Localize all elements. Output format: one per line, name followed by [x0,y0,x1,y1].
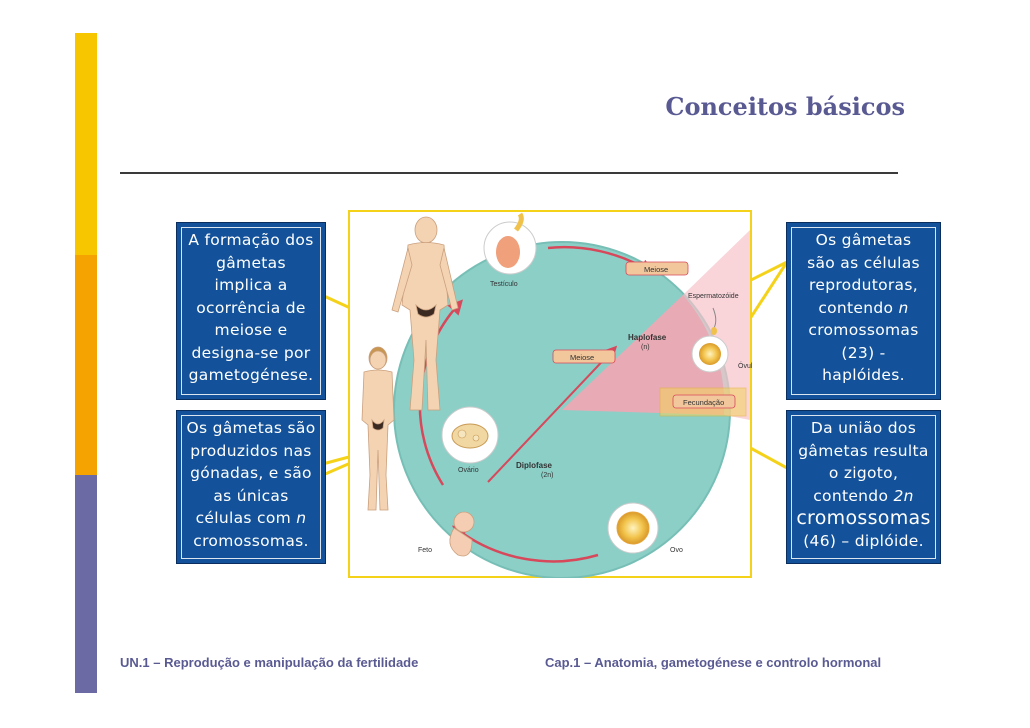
info-box-haploid: Os gâmetas são as células reprodutoras, … [786,222,941,400]
box-text: A formação dos gâmetas implica a ocorrên… [188,231,314,384]
label-meiose-top: Meiose [644,265,668,274]
label-feto: Feto [418,547,432,554]
label-espermatozoide: Espermatozóide [688,293,739,300]
label-haplofase-n: (n) [641,344,650,351]
fetus-icon [449,511,475,557]
label-diplofase: Diplofase [516,461,553,470]
meiose-top-box [625,261,689,276]
label-ovulo: Óvulo [738,361,752,370]
label-testiculo: Testículo [490,281,518,288]
footer-right: Cap.1 – Anatomia, gametogénese e control… [545,655,882,670]
sperm-icon [712,307,717,329]
slide-title: Conceitos básicos [665,92,905,121]
testis-icon [483,212,537,275]
box-frame [791,227,936,395]
label-meiose-mid: Meiose [570,353,594,362]
female-figure-icon [361,346,395,511]
title-divider [120,172,898,174]
life-cycle-diagram: Testículo Meiose Espermatozóide Haplofas… [348,210,752,578]
info-box-gonads: Os gâmetas são produzidos nas gónadas, e… [176,410,326,564]
label-diplofase-2n: (2n) [541,472,553,479]
label-ovo: Ovo [670,547,683,554]
label-ovario: Ovário [458,467,479,474]
label-haplofase: Haplofase [628,333,667,342]
zygote-icon [607,502,659,554]
box-text: Os gâmetas são produzidos nas gónadas, e… [186,419,316,550]
footer-left: UN.1 – Reprodução e manipulação da ferti… [120,655,419,670]
accent-bar-orange [75,255,97,475]
haplophase-wedge [562,295,725,415]
label-fecundacao: Fecundação [683,398,724,407]
male-figure-icon [391,216,459,411]
meiosis-arrow [487,345,618,483]
info-box-gametogenesis: A formação dos gâmetas implica a ocorrên… [176,222,326,400]
box-frame [181,415,321,559]
ovary-icon [441,406,499,464]
box-frame [791,415,936,559]
accent-bar-yellow [75,33,97,255]
box-text: Os gâmetas são as células reprodutoras, … [807,231,920,384]
box-text: Da união dos gâmetas resulta o zigoto, c… [796,419,931,550]
box-frame [181,227,321,395]
meiose-mid-box [552,349,616,364]
info-box-diploid: Da união dos gâmetas resulta o zigoto, c… [786,410,941,564]
ovule-icon [691,335,729,373]
accent-bar-purple [75,475,97,693]
